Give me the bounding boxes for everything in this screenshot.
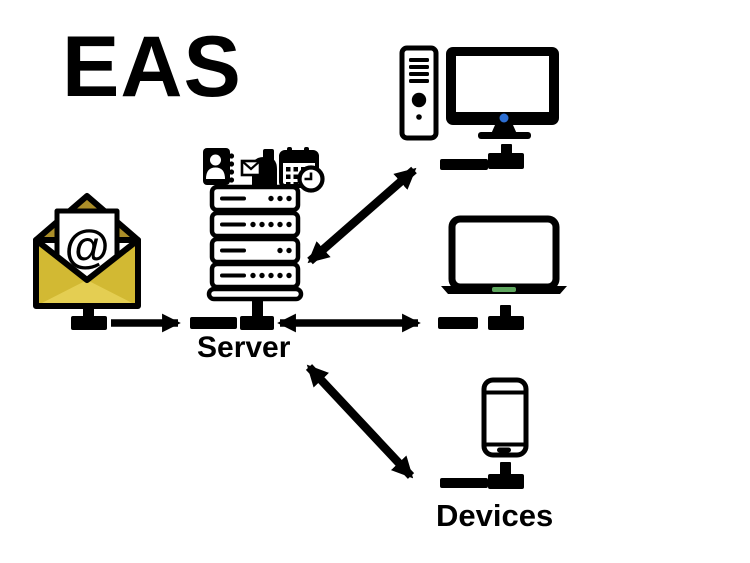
desktop-computer-icon [399,45,559,141]
smartphone-icon [481,377,529,458]
laptop-notch [492,287,516,292]
phone-node-connector [440,462,524,489]
email-envelope-icon: @ [33,193,141,309]
at-symbol: @ [65,220,110,272]
monitor-icon [446,47,559,139]
mailbox-icon [240,149,277,185]
arrow-server-phone [305,364,415,479]
home-button [497,447,511,453]
rack-leds [250,195,292,279]
laptop-node-connector [438,305,524,330]
connection-arrows [111,166,421,479]
laptop-icon [441,215,567,294]
server-node-connector [190,299,274,330]
clock-icon [297,165,325,193]
diagram-title: EAS [62,19,242,115]
contacts-book-icon [203,148,235,185]
network-connectors [71,144,524,489]
server-group [203,147,325,302]
desktop-node-connector [440,144,524,170]
devices-label: Devices [436,498,554,533]
power-led [499,113,509,123]
monitor-screen [456,56,549,112]
calendar-clock-icon [279,147,325,193]
server-rack-icon [206,184,304,302]
server-label: Server [197,331,291,364]
arrow-server-desktop [307,166,417,265]
tower-icon [399,45,439,141]
